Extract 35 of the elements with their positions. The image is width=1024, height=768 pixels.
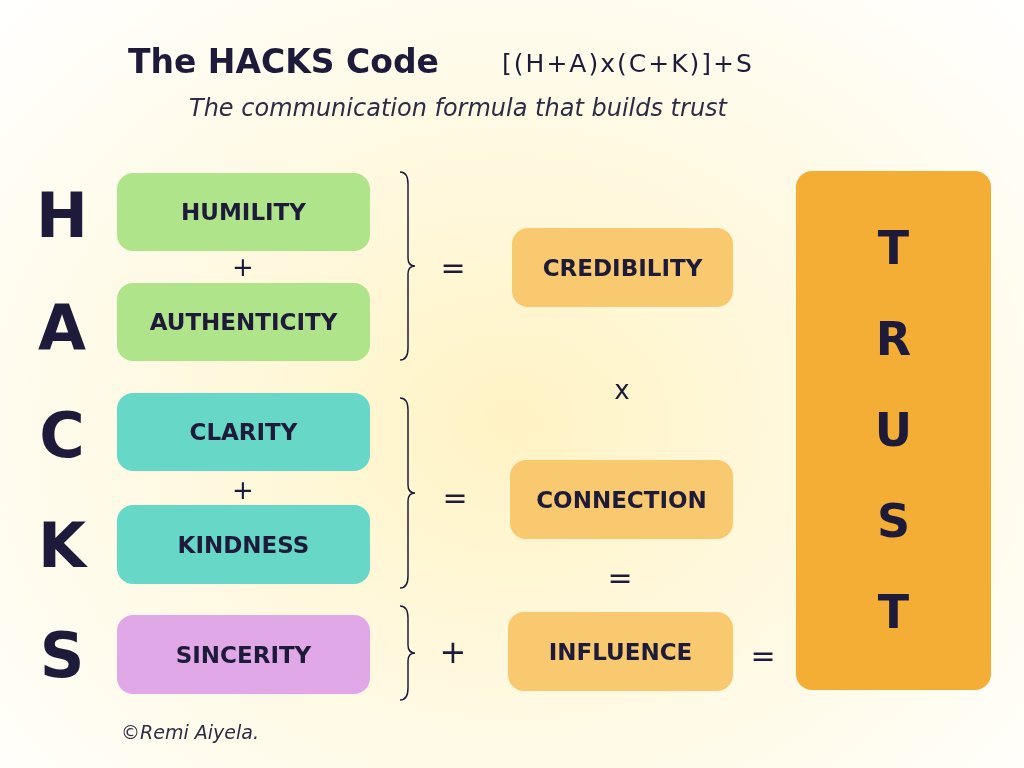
value-box bbox=[117, 393, 370, 471]
letter: A bbox=[38, 290, 86, 364]
title: The HACKS Code bbox=[128, 42, 439, 81]
subtitle: The communication formula that builds trust bbox=[189, 94, 727, 122]
letter: H bbox=[36, 178, 88, 252]
operator: + bbox=[232, 475, 254, 505]
box-label: HUMILITY bbox=[181, 199, 306, 225]
operator: = bbox=[442, 479, 468, 515]
box-label: SINCERITY bbox=[175, 641, 312, 668]
value-box bbox=[117, 173, 370, 251]
operator: = bbox=[750, 637, 776, 673]
value-box bbox=[117, 505, 370, 584]
letter: C bbox=[39, 398, 85, 472]
value-box bbox=[117, 615, 370, 694]
operator: + bbox=[232, 252, 254, 282]
box-label: AUTHENTICITY bbox=[149, 309, 338, 335]
value-box bbox=[117, 283, 370, 361]
result-panel bbox=[796, 171, 991, 690]
copyright-note: ©Remi Aiyela. bbox=[121, 721, 259, 743]
value-box bbox=[512, 228, 733, 307]
operator: x bbox=[614, 375, 630, 405]
box-label: CREDIBILITY bbox=[542, 254, 703, 281]
box-label: INFLUENCE bbox=[548, 638, 693, 665]
box-label: CLARITY bbox=[189, 419, 298, 445]
letter: S bbox=[39, 618, 85, 692]
value-box bbox=[510, 460, 733, 539]
box-label: TRUST bbox=[873, 219, 914, 642]
operator: = bbox=[607, 559, 633, 595]
value-box bbox=[508, 612, 733, 691]
formula: [(H+A)x(C+K)]+S bbox=[502, 48, 754, 78]
box-label: KINDNESS bbox=[177, 531, 310, 558]
operator: = bbox=[440, 249, 466, 285]
letter: K bbox=[38, 508, 86, 582]
box-label: CONNECTION bbox=[536, 486, 707, 513]
operator: + bbox=[439, 633, 467, 671]
